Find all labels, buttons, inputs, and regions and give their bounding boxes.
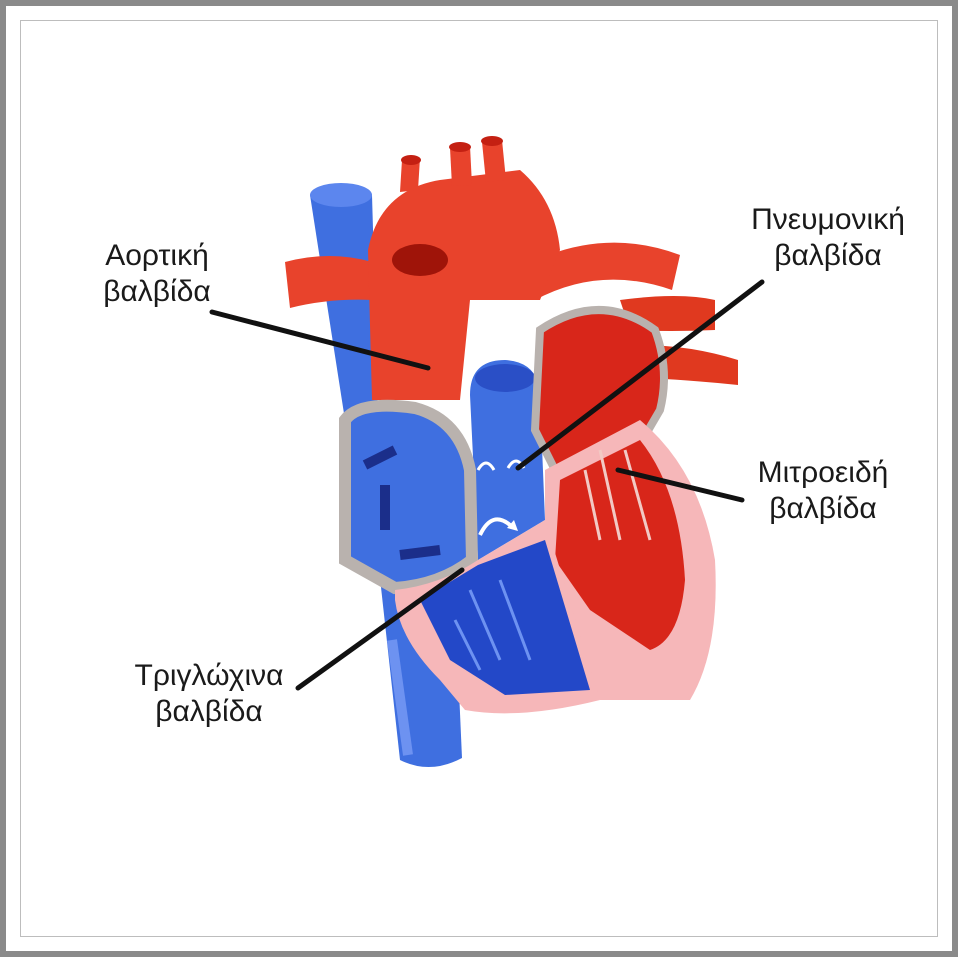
tricuspid-valve-label: Τριγλώχινα βαλβίδα: [114, 658, 304, 730]
pulmonary-valve-label-line1: Πνευμονική: [728, 202, 928, 238]
pulmonary-valve-label-line2: βαλβίδα: [728, 238, 928, 274]
mitral-valve-label-line1: Μιτροειδή: [738, 455, 908, 491]
aortic-valve-label-line2: βαλβίδα: [82, 274, 232, 310]
aortic-valve-label-line1: Αορτική: [82, 238, 232, 274]
aortic-valve-label: Αορτική βαλβίδα: [82, 238, 232, 310]
tricuspid-valve-label-line2: βαλβίδα: [114, 694, 304, 730]
right-atrium: [345, 406, 472, 588]
mitral-valve-label-line2: βαλβίδα: [738, 491, 908, 527]
pulmonary-valve-label: Πνευμονική βαλβίδα: [728, 202, 928, 274]
mitral-valve-label: Μιτροειδή βαλβίδα: [738, 455, 908, 527]
tricuspid-valve-label-line1: Τριγλώχινα: [114, 658, 304, 694]
